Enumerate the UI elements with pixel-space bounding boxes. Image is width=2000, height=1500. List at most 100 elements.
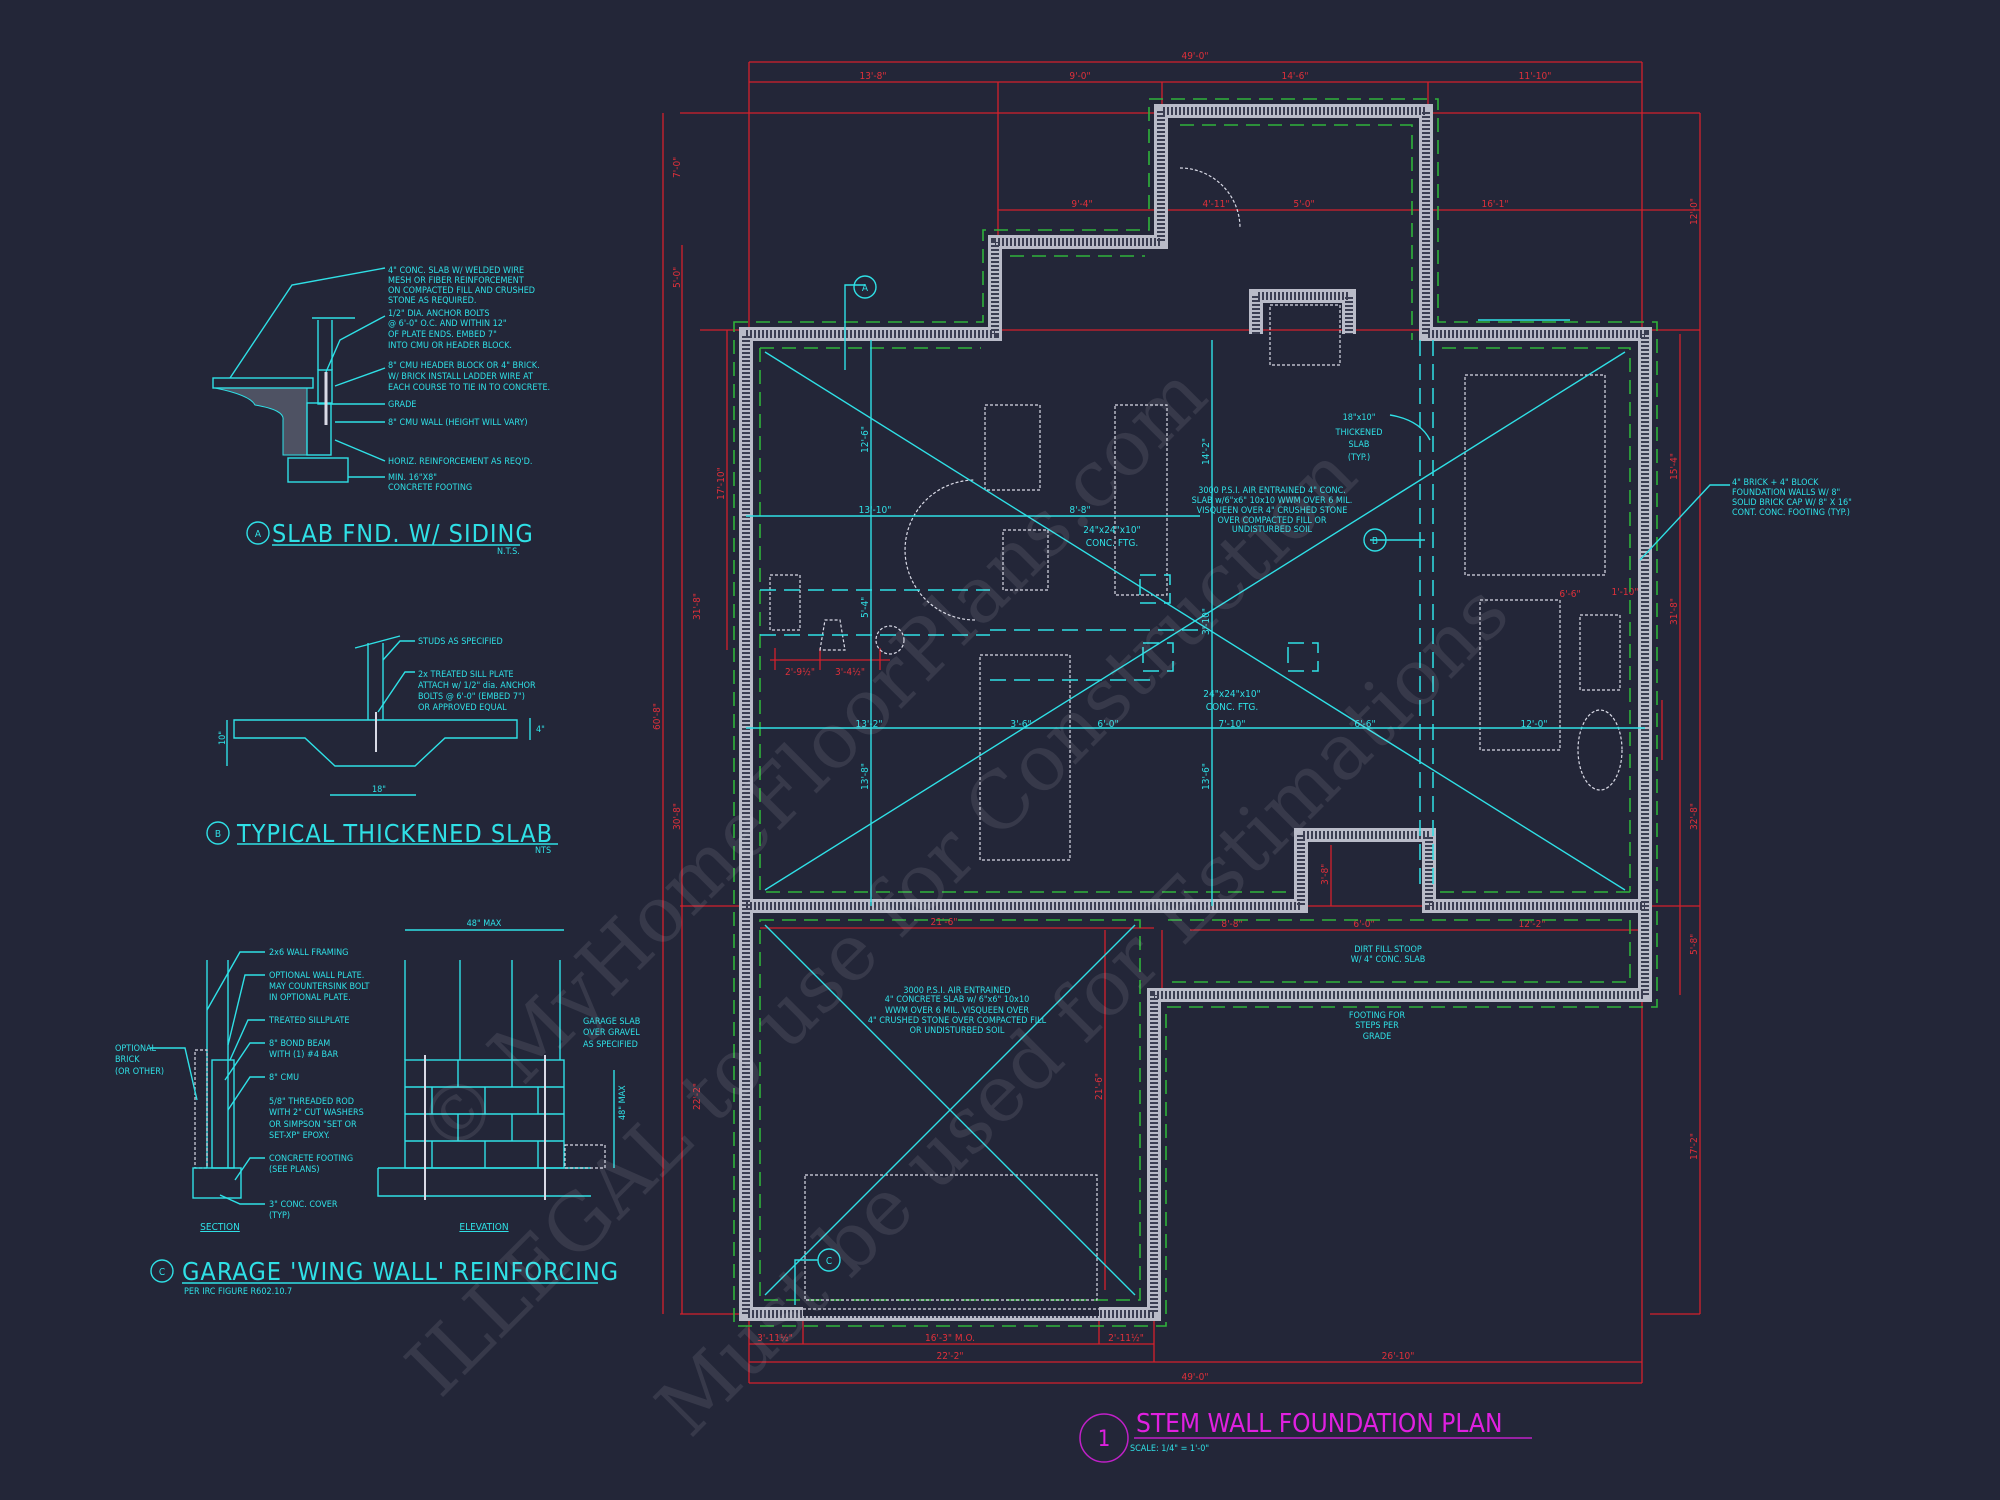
door-swing bbox=[1179, 167, 1241, 229]
note-text: 8" BOND BEAM bbox=[269, 1039, 330, 1049]
dim-interior: 8'-8" bbox=[1221, 919, 1242, 930]
note-text: SLAB bbox=[1349, 440, 1370, 450]
leader-lines bbox=[844, 284, 1730, 561]
dim-left: 60'-8" bbox=[652, 703, 663, 730]
fixture bbox=[1114, 404, 1168, 596]
note-text: GRADE bbox=[388, 400, 416, 410]
dim-bottom: 16'-3" M.O. bbox=[925, 1333, 975, 1344]
note-text: 24"x24"x10" bbox=[1203, 689, 1260, 700]
dim-slab: 4" bbox=[536, 725, 545, 735]
dim-inner: 5'-0" bbox=[1293, 199, 1314, 210]
note-text: SET-XP" EPOXY. bbox=[269, 1131, 330, 1141]
section-label: SECTION bbox=[200, 1222, 240, 1233]
dim-bottom: 26'-10" bbox=[1382, 1351, 1415, 1362]
tub bbox=[1577, 709, 1623, 791]
dim-right: 31'-8" bbox=[1669, 598, 1680, 625]
stud-wall bbox=[312, 317, 355, 370]
dim-text: 8'-8" bbox=[1069, 505, 1090, 516]
sink bbox=[875, 625, 905, 655]
dim-right: 17'-2" bbox=[1689, 1133, 1700, 1160]
leader-lines bbox=[794, 1259, 818, 1305]
note-text: W/ 4" CONC. SLAB bbox=[1351, 955, 1426, 965]
dim-left: 5'-0" bbox=[672, 267, 683, 288]
note-text: OR UNDISTURBED SOIL bbox=[910, 1026, 1005, 1036]
plan-scale: SCALE: 1/4" = 1'-0" bbox=[1130, 1444, 1209, 1454]
note-text: HORIZ. REINFORCEMENT AS REQ'D. bbox=[388, 457, 532, 467]
note-text: WWM OVER 6 MIL. VISQUEEN OVER bbox=[885, 1006, 1029, 1016]
detail-scale: N.T.S. bbox=[497, 547, 520, 557]
note-text: OVER COMPACTED FILL OR bbox=[1218, 516, 1327, 526]
note-text: 3" CONC. COVER bbox=[269, 1200, 338, 1210]
note-text: @ 6'-0" O.C. AND WITHIN 12" bbox=[388, 319, 507, 329]
dim-right: 32'-8" bbox=[1689, 803, 1700, 830]
note-text: 2x6 WALL FRAMING bbox=[269, 948, 348, 958]
thickened-slab-section bbox=[233, 719, 518, 767]
dim-bottom-overall: 49'-0" bbox=[1181, 1372, 1208, 1383]
note-text: CONC. FTG. bbox=[1206, 702, 1258, 713]
dim-interior: 21'-6" bbox=[930, 917, 957, 928]
threaded-rods bbox=[424, 1055, 546, 1200]
dim-inner: 4'-11" bbox=[1202, 199, 1229, 210]
detail-tag-circle bbox=[150, 1259, 174, 1283]
watermark: © MyHomeFloorPlans.com ILLEGAL to use fo… bbox=[390, 349, 1526, 1453]
dim-right: 15'-4" bbox=[1669, 453, 1680, 480]
dim-interior: 3'-8" bbox=[1320, 864, 1331, 885]
detail-tag: A bbox=[255, 529, 262, 540]
note-text: FOUNDATION WALLS W/ 8" bbox=[1732, 488, 1840, 498]
dim-right: 12'-0" bbox=[1689, 198, 1700, 225]
dim-text: 6'-0" bbox=[1097, 719, 1118, 730]
dimension-lines bbox=[405, 929, 615, 1168]
dim-text: 13'-10" bbox=[859, 505, 892, 516]
pier-footing bbox=[1142, 642, 1174, 672]
cmu-wall bbox=[306, 402, 332, 456]
note-text: UNDISTURBED SOIL bbox=[1232, 525, 1313, 535]
detail-title: TYPICAL THICKENED SLAB bbox=[236, 819, 553, 848]
note-text: FOOTING FOR bbox=[1349, 1011, 1406, 1021]
note-text: W/ BRICK INSTALL LADDER WIRE AT bbox=[388, 372, 533, 382]
fixture bbox=[1002, 529, 1049, 591]
plan-foundation-walls bbox=[739, 104, 1652, 1321]
note-text: CONT. CONC. FOOTING (TYP.) bbox=[1732, 508, 1850, 518]
dimension-lines bbox=[226, 718, 531, 796]
note-text: (SEE PLANS) bbox=[269, 1165, 320, 1175]
dim-top-segment: 9'-0" bbox=[1069, 71, 1090, 82]
note-text: BRICK bbox=[115, 1055, 140, 1065]
dim-left: 30'-8" bbox=[672, 803, 683, 830]
note-text: OPTIONAL WALL PLATE. bbox=[269, 971, 364, 981]
note-text: IN OPTIONAL PLATE. bbox=[269, 993, 351, 1003]
note-text: TREATED SILLPLATE bbox=[268, 1016, 349, 1026]
fireplace bbox=[1269, 304, 1341, 366]
slab-section bbox=[212, 377, 314, 389]
detail-b-thickened-slab: STUDS AS SPECIFIED 2x TREATED SILL PLATE… bbox=[206, 635, 558, 856]
note-text: VISQUEEN OVER 4" CRUSHED STONE bbox=[1197, 506, 1348, 516]
stud bbox=[354, 635, 401, 720]
pier-footing bbox=[1287, 642, 1319, 672]
note-text: OPTIONAL bbox=[115, 1044, 157, 1054]
note-text: CONC. FTG. bbox=[1086, 538, 1138, 549]
dim-text: 13'-8" bbox=[860, 763, 871, 790]
detail-subtitle: PER IRC FIGURE R602.10.7 bbox=[184, 1287, 292, 1297]
dim-interior: 1'-10" bbox=[1611, 587, 1638, 598]
dim-top-segment: 14'-6" bbox=[1281, 71, 1308, 82]
gravel bbox=[564, 1144, 606, 1169]
dim-text: 14'-2" bbox=[1201, 438, 1212, 465]
section-tag-a-circle bbox=[853, 275, 877, 299]
note-text: 24"x24"x10" bbox=[1083, 525, 1140, 536]
section-footing bbox=[192, 1167, 242, 1199]
plan-number-circle bbox=[1079, 1413, 1129, 1463]
note-text: ATTACH w/ 1/2" dia. ANCHOR bbox=[418, 681, 536, 691]
plan-slab-lines bbox=[746, 284, 1730, 1296]
stair bbox=[979, 654, 1071, 861]
note-text: MIN. 16"X8" bbox=[388, 473, 437, 483]
plan-interior-dimensions: 13'-10" 8'-8" 13'-2" 3'-6" 6'-0" 7'-10" … bbox=[855, 426, 1547, 790]
detail-tag-circle bbox=[246, 521, 270, 545]
note-text: OVER GRAVEL bbox=[583, 1028, 640, 1038]
dim-text: 6'-6" bbox=[1354, 719, 1375, 730]
cmu-joints bbox=[405, 1060, 564, 1168]
note-text: THICKENED bbox=[1335, 428, 1383, 438]
section-tag-b-circle bbox=[1363, 528, 1387, 552]
note-text: OR APPROVED EQUAL bbox=[418, 703, 507, 713]
plan-number: 1 bbox=[1098, 1427, 1111, 1452]
note-text: (OR OTHER) bbox=[115, 1067, 164, 1077]
dim-width: 48" MAX bbox=[467, 919, 502, 929]
